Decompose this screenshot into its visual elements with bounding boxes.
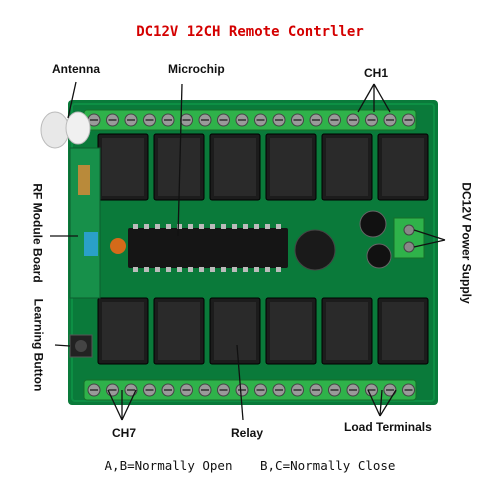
chip-pin (265, 224, 270, 229)
relay (97, 133, 149, 201)
chip-pin (166, 224, 171, 229)
label-learning-button: Learning Button (31, 298, 46, 392)
power-terminal (393, 217, 425, 259)
antenna-coil (40, 111, 91, 149)
relay (321, 297, 373, 365)
relay (377, 133, 429, 201)
relay-array (97, 133, 429, 365)
chip-pin (133, 224, 138, 229)
chip-pin (177, 267, 182, 272)
chip-pin (144, 267, 149, 272)
relay (377, 297, 429, 365)
chip-pin (243, 224, 248, 229)
footer-legend: A,B=Normally Open B,C=Normally Close (0, 458, 500, 473)
chip-pin (276, 267, 281, 272)
relay (97, 297, 149, 365)
learning-button-component (69, 334, 93, 358)
chip-pin (199, 267, 204, 272)
chip-pin (144, 224, 149, 229)
label-load-terminals: Load Terminals (344, 420, 432, 434)
chip-pin (210, 224, 215, 229)
chip-pin (265, 267, 270, 272)
rf-module (69, 147, 101, 299)
chip-pin (199, 224, 204, 229)
relay (209, 133, 261, 201)
chip-pin (254, 267, 259, 272)
top-terminal-strip (83, 109, 417, 131)
chip-pin (276, 224, 281, 229)
label-dc12v-power-supply: DC12V Power Supply (459, 182, 474, 304)
chip-pin (221, 267, 226, 272)
microchip (128, 224, 288, 272)
legend-normally-close: B,C=Normally Close (260, 458, 396, 473)
label-ch1: CH1 (364, 66, 389, 80)
chip-pin (232, 267, 237, 272)
chip-pin (188, 224, 193, 229)
relay (209, 297, 261, 365)
relay (153, 297, 205, 365)
buzzer (294, 229, 336, 271)
chip-pin (221, 224, 226, 229)
chip-pin (155, 224, 160, 229)
legend-normally-open: A,B=Normally Open (104, 458, 233, 473)
page-title: DC12V 12CH Remote Contrller (136, 24, 364, 40)
label-microchip: Microchip (168, 62, 225, 76)
capacitors (110, 210, 392, 269)
label-relay: Relay (231, 426, 264, 440)
chip-pin (210, 267, 215, 272)
bottom-terminal-strip (83, 379, 417, 401)
chip-pin (188, 267, 193, 272)
label-ch7: CH7 (112, 426, 137, 440)
pointer-lines (50, 81, 446, 421)
relay (265, 297, 317, 365)
chip-pin (232, 224, 237, 229)
chip-pin (133, 267, 138, 272)
chip-pin (254, 224, 259, 229)
chip-pin (177, 224, 182, 229)
chip-pin (155, 267, 160, 272)
relay (321, 133, 373, 201)
label-rf-module-board: RF Module Board (30, 183, 45, 283)
chip-pin (243, 267, 248, 272)
chip-pin (166, 267, 171, 272)
relay (265, 133, 317, 201)
label-antenna: Antenna (52, 62, 100, 76)
